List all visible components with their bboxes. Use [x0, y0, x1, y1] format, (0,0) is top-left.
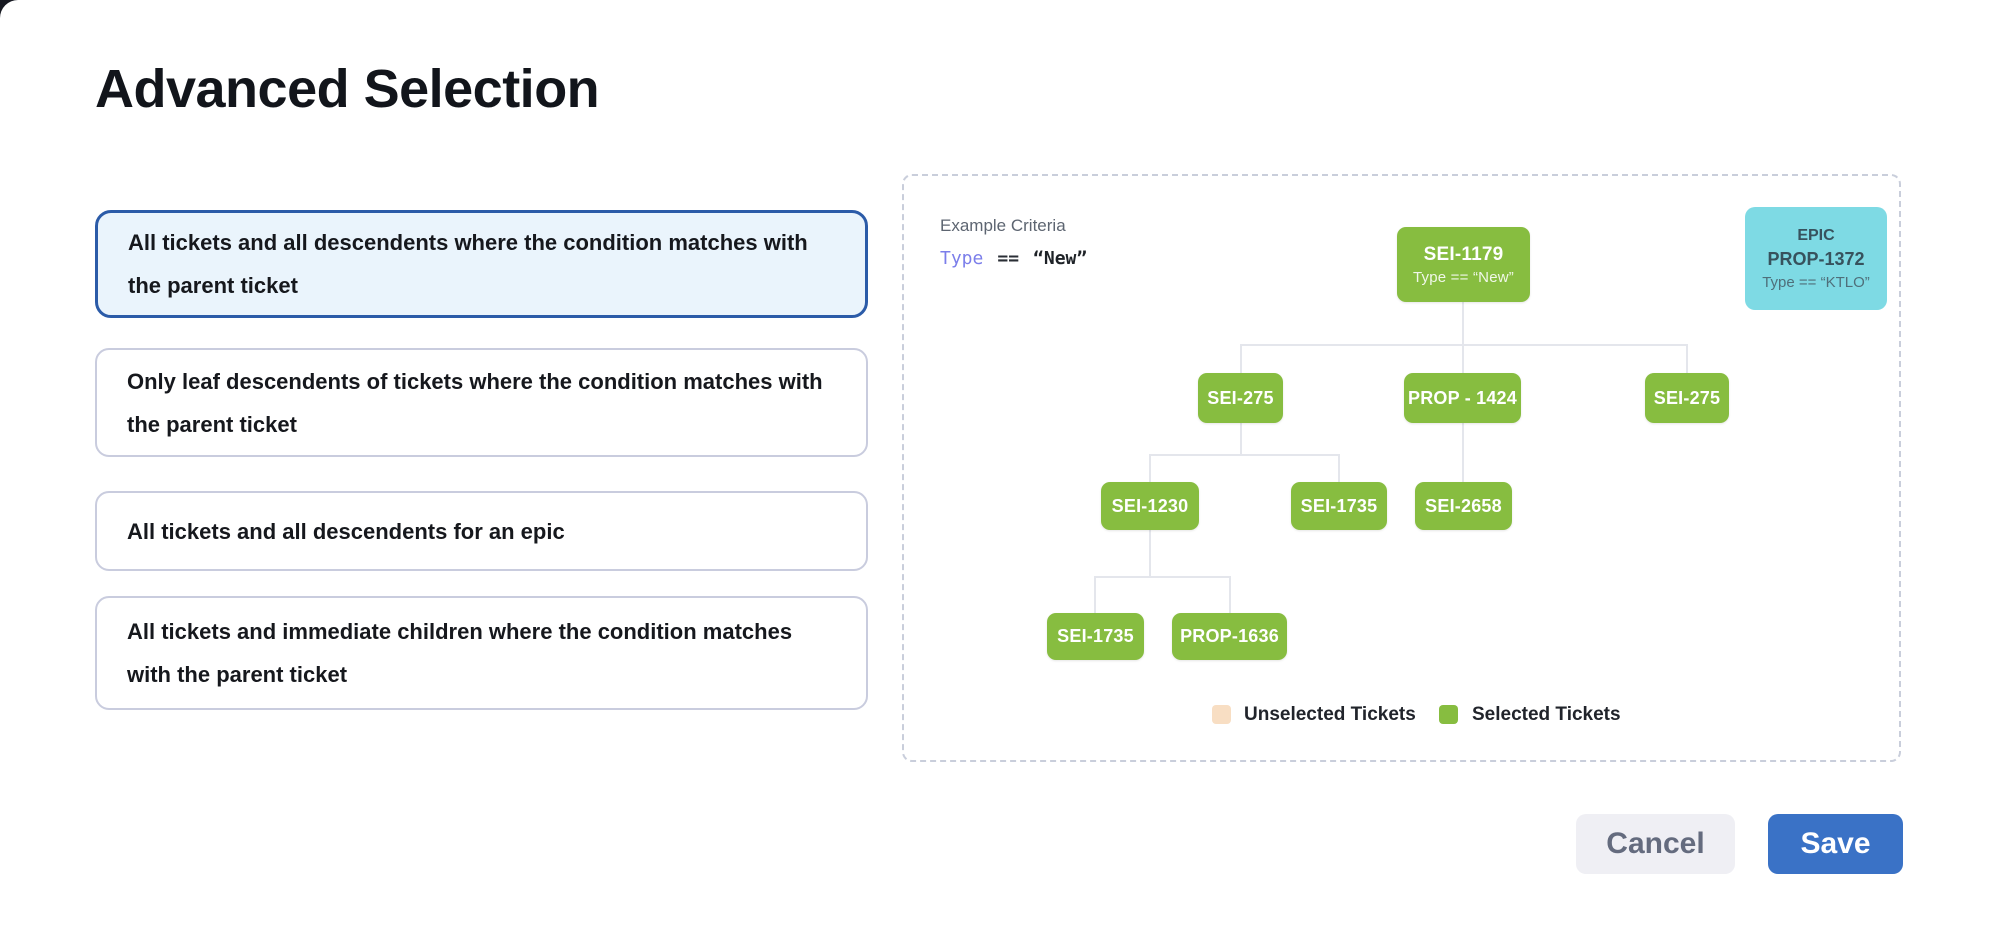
- tree-connector: [1094, 576, 1096, 613]
- unselected-tickets-swatch: [1212, 705, 1231, 724]
- option-leaf-descendents-condition[interactable]: Only leaf descendents of tickets where t…: [95, 348, 868, 457]
- ticket-node-root: SEI-1179 Type == “New”: [1397, 227, 1530, 302]
- epic-condition: Type == “KTLO”: [1762, 273, 1870, 291]
- tree-connector: [1338, 454, 1340, 482]
- epic-card: EPIC PROP-1372 Type == “KTLO”: [1745, 207, 1887, 310]
- option-label: All tickets and all descendents for an e…: [127, 518, 565, 544]
- example-criteria-heading: Example Criteria: [940, 216, 1066, 235]
- ticket-node: SEI-275: [1645, 373, 1729, 423]
- tree-connector: [1149, 530, 1151, 576]
- cancel-button[interactable]: Cancel: [1576, 814, 1735, 874]
- option-all-descendents-condition[interactable]: All tickets and all descendents where th…: [95, 210, 868, 318]
- epic-ticket-id: PROP-1372: [1767, 248, 1865, 269]
- option-immediate-children-condition[interactable]: All tickets and immediate children where…: [95, 596, 868, 710]
- tree-connector: [1686, 344, 1688, 373]
- ticket-condition: Type == “New”: [1413, 268, 1514, 286]
- tree-connector: [1094, 576, 1230, 578]
- ticket-node: SEI-1230: [1101, 482, 1199, 530]
- tree-connector: [1229, 576, 1231, 613]
- tree-connector: [1462, 302, 1464, 344]
- tree-connector: [1149, 454, 1151, 482]
- selected-tickets-label: Selected Tickets: [1472, 704, 1621, 725]
- tree-connector: [1240, 344, 1242, 373]
- criteria-field: Type: [940, 248, 984, 269]
- option-all-descendents-epic[interactable]: All tickets and all descendents for an e…: [95, 491, 868, 571]
- criteria-expression: Type == “New”: [940, 248, 1087, 269]
- option-label: All tickets and all descendents where th…: [128, 230, 808, 298]
- save-button[interactable]: Save: [1768, 814, 1903, 874]
- option-label: All tickets and immediate children where…: [127, 619, 793, 687]
- ticket-node: SEI-275: [1198, 373, 1283, 423]
- ticket-id: SEI-1179: [1423, 243, 1504, 265]
- tree-connector: [1462, 344, 1464, 373]
- criteria-value: “New”: [1033, 248, 1088, 269]
- tree-connector: [1462, 423, 1464, 482]
- ticket-node: SEI-2658: [1415, 482, 1512, 530]
- ticket-node: SEI-1735: [1047, 613, 1144, 660]
- criteria-operator: ==: [997, 248, 1020, 269]
- ticket-node: PROP - 1424: [1404, 373, 1521, 423]
- ticket-node: SEI-1735: [1291, 482, 1387, 530]
- unselected-tickets-label: Unselected Tickets: [1244, 704, 1416, 725]
- example-criteria-panel: Example Criteria Type == “New” EPIC PROP-1…: [902, 174, 1901, 762]
- selected-tickets-swatch: [1439, 705, 1458, 724]
- tree-connector: [1149, 454, 1339, 456]
- page-title: Advanced Selection: [95, 59, 600, 119]
- ticket-node: PROP-1636: [1172, 613, 1287, 660]
- epic-type-label: EPIC: [1797, 226, 1835, 244]
- tree-connector: [1240, 423, 1242, 454]
- option-label: Only leaf descendents of tickets where t…: [127, 368, 823, 437]
